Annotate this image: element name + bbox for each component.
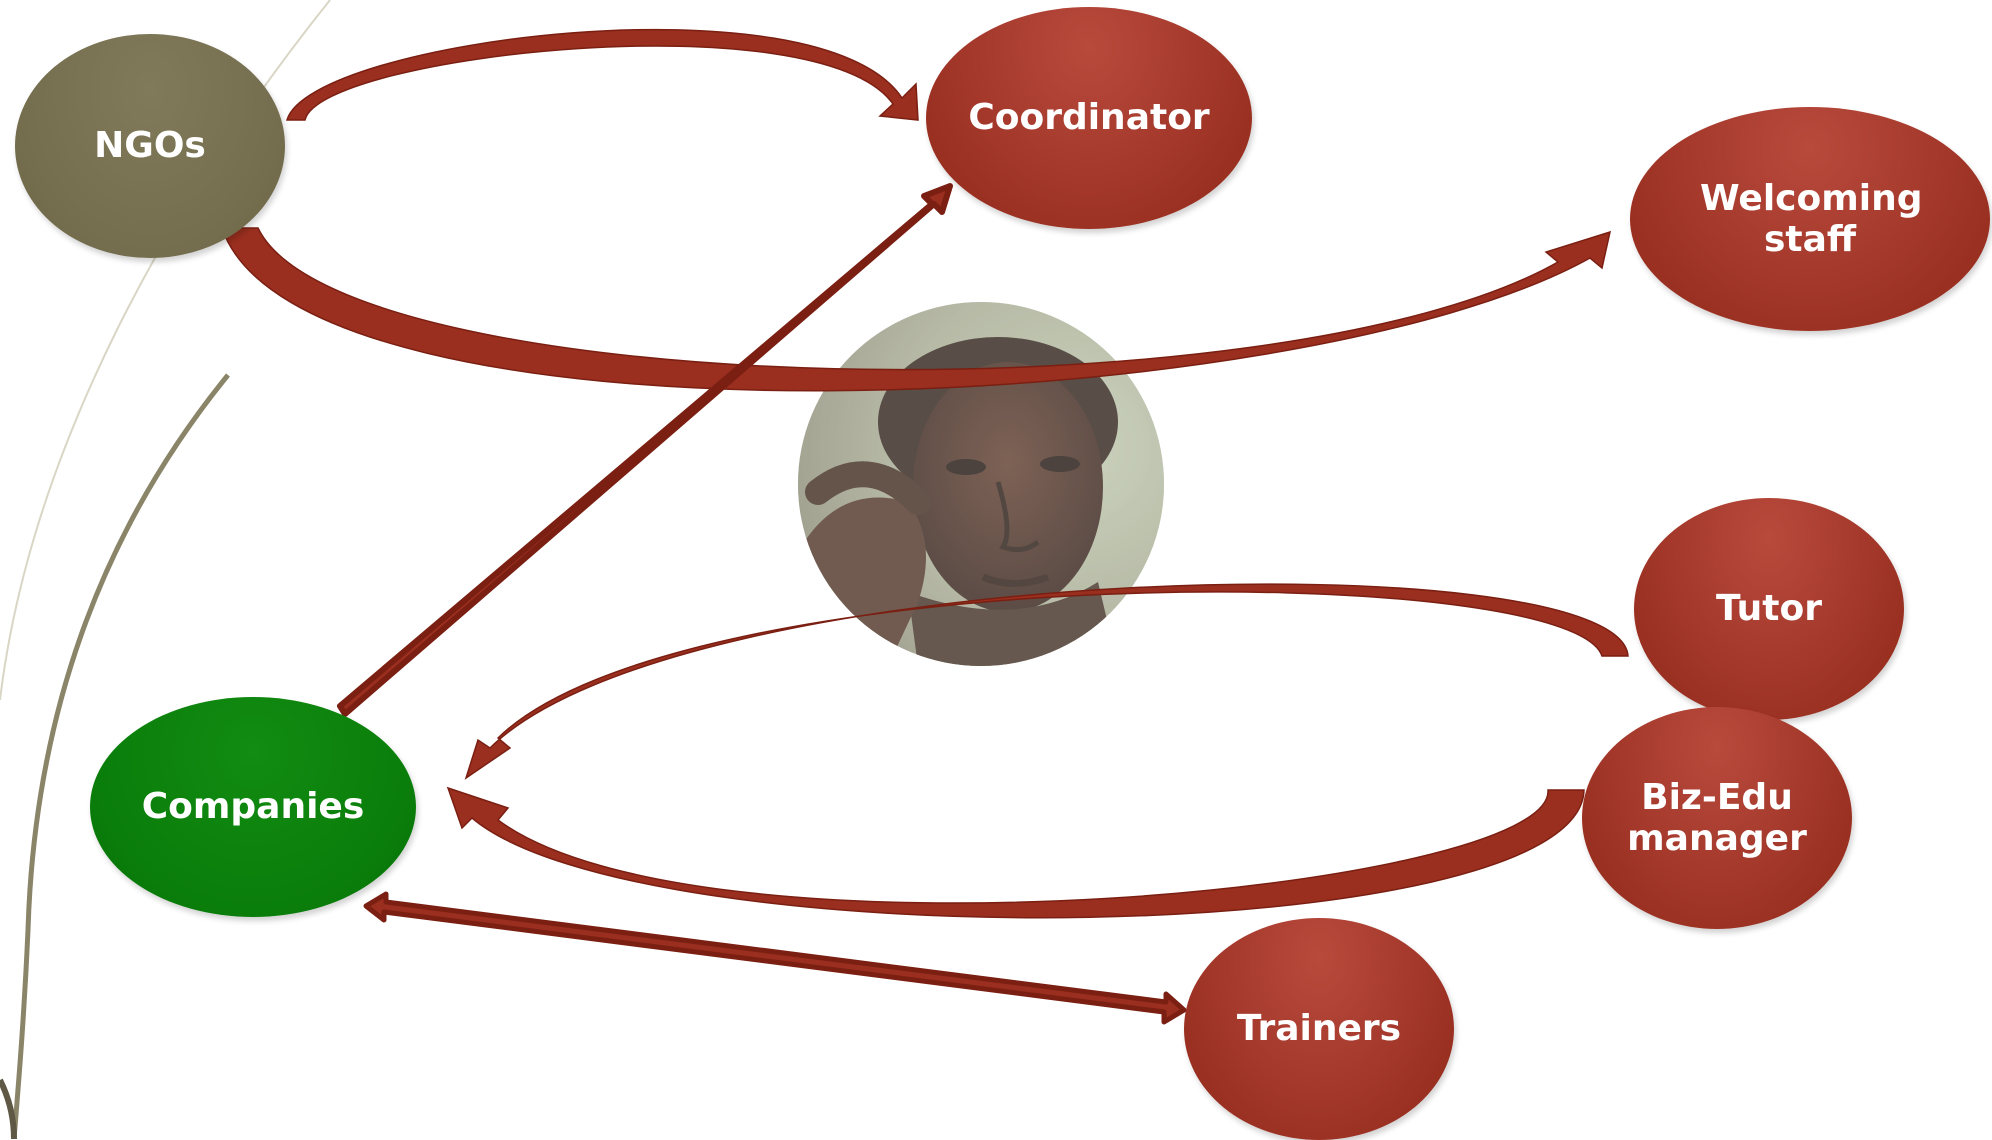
node-welcoming-staff: Welcoming staff xyxy=(1630,107,1990,331)
arrow-ngos-to-coordinator xyxy=(285,28,919,121)
arrow-companies-to-coordinator xyxy=(337,183,953,717)
node-biz-edu-manager: Biz-Edu manager xyxy=(1582,707,1852,929)
background-curve-lower xyxy=(0,1078,17,1139)
arrow-biz-edu-to-companies xyxy=(446,786,1585,919)
node-tutor-label: Tutor xyxy=(1716,588,1822,630)
node-coordinator-label: Coordinator xyxy=(968,97,1210,139)
node-coordinator: Coordinator xyxy=(926,7,1252,229)
node-tutor: Tutor xyxy=(1634,498,1904,720)
node-biz-edu-manager-label: Biz-Edu manager xyxy=(1627,776,1807,859)
node-companies: Companies xyxy=(90,697,416,917)
node-ngos: NGOs xyxy=(15,34,285,258)
arrow-companies-trainers xyxy=(363,891,1187,1025)
arrow-tutor-to-companies xyxy=(464,583,1629,780)
background-curve-inner xyxy=(11,373,230,1139)
arrow-ngos-to-welcoming-staff xyxy=(220,227,1612,392)
node-companies-label: Companies xyxy=(141,786,365,828)
node-welcoming-staff-label: Welcoming staff xyxy=(1700,177,1923,260)
node-trainers-label: Trainers xyxy=(1236,1008,1402,1050)
node-ngos-label: NGOs xyxy=(94,125,206,167)
node-trainers: Trainers xyxy=(1184,918,1454,1140)
